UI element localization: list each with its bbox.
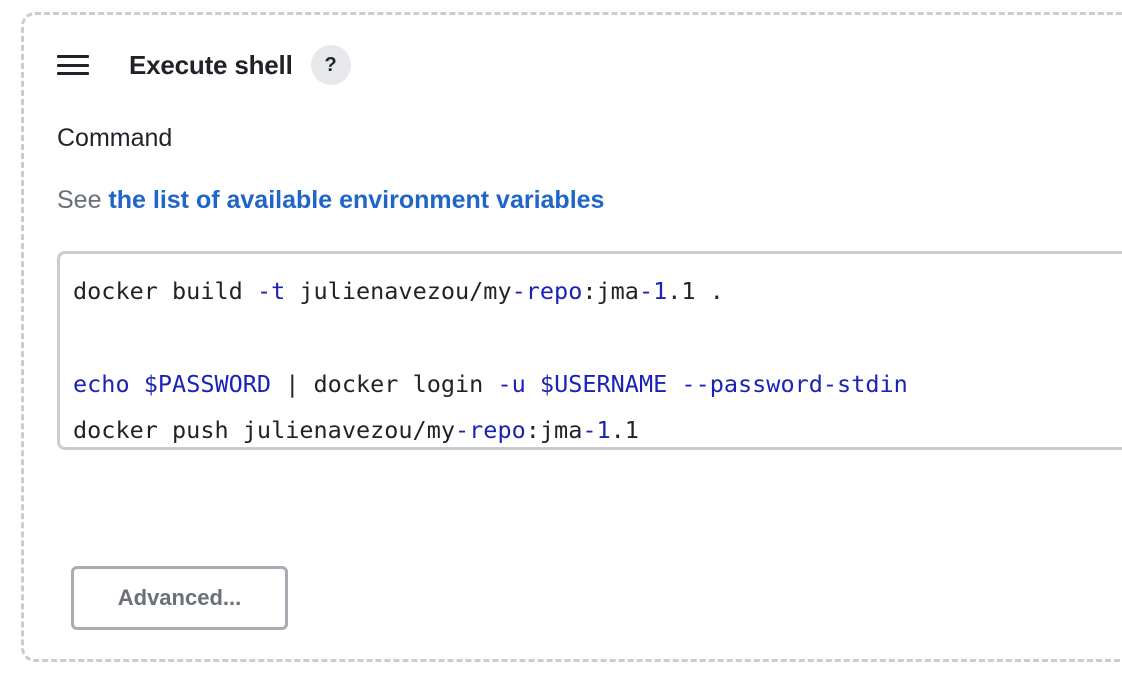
code-token [667,370,681,398]
code-token: -repo [511,277,583,305]
code-line-2: echo $PASSWORD | docker login -u $USERNA… [73,369,908,399]
code-token: docker push julienavezou/my [73,416,456,444]
code-token: --password-stdin [681,370,908,398]
code-token: -1 [638,277,668,305]
step-title: Execute shell [129,49,293,80]
code-token: -t [256,277,286,305]
code-token: echo [73,370,130,398]
env-vars-hint: See the list of available environment va… [57,186,604,215]
code-token: -u [497,370,526,398]
code-token: .1 [610,416,639,444]
help-button[interactable]: ? [310,45,351,85]
env-hint-prefix: See [57,186,109,214]
advanced-button[interactable]: Advanced... [71,566,288,630]
code-line-3: docker push julienavezou/my-repo:jma-1.1 [73,415,639,445]
code-token: :jma [582,277,639,305]
code-token: | docker login [271,370,498,398]
code-token: docker build [73,277,257,305]
step-header: Execute shell ? [57,44,351,86]
drag-handle-icon[interactable] [57,55,89,75]
build-step-card [21,12,1122,662]
code-token: julienavezou/my [285,277,512,305]
code-token: -1 [582,416,611,444]
code-token: :jma [525,416,583,444]
command-label: Command [57,124,173,152]
code-token: -repo [455,416,526,444]
command-editor[interactable]: docker build -t julienavezou/my-repo:jma… [57,251,1122,450]
env-vars-link[interactable]: the list of available environment variab… [108,186,605,214]
code-token: $PASSWORD [143,370,272,398]
code-token: $USERNAME [539,370,668,398]
code-line-1: docker build -t julienavezou/my-repo:jma… [73,276,724,306]
code-token: .1 . [667,277,724,305]
code-token [526,370,540,398]
code-token [130,370,144,398]
